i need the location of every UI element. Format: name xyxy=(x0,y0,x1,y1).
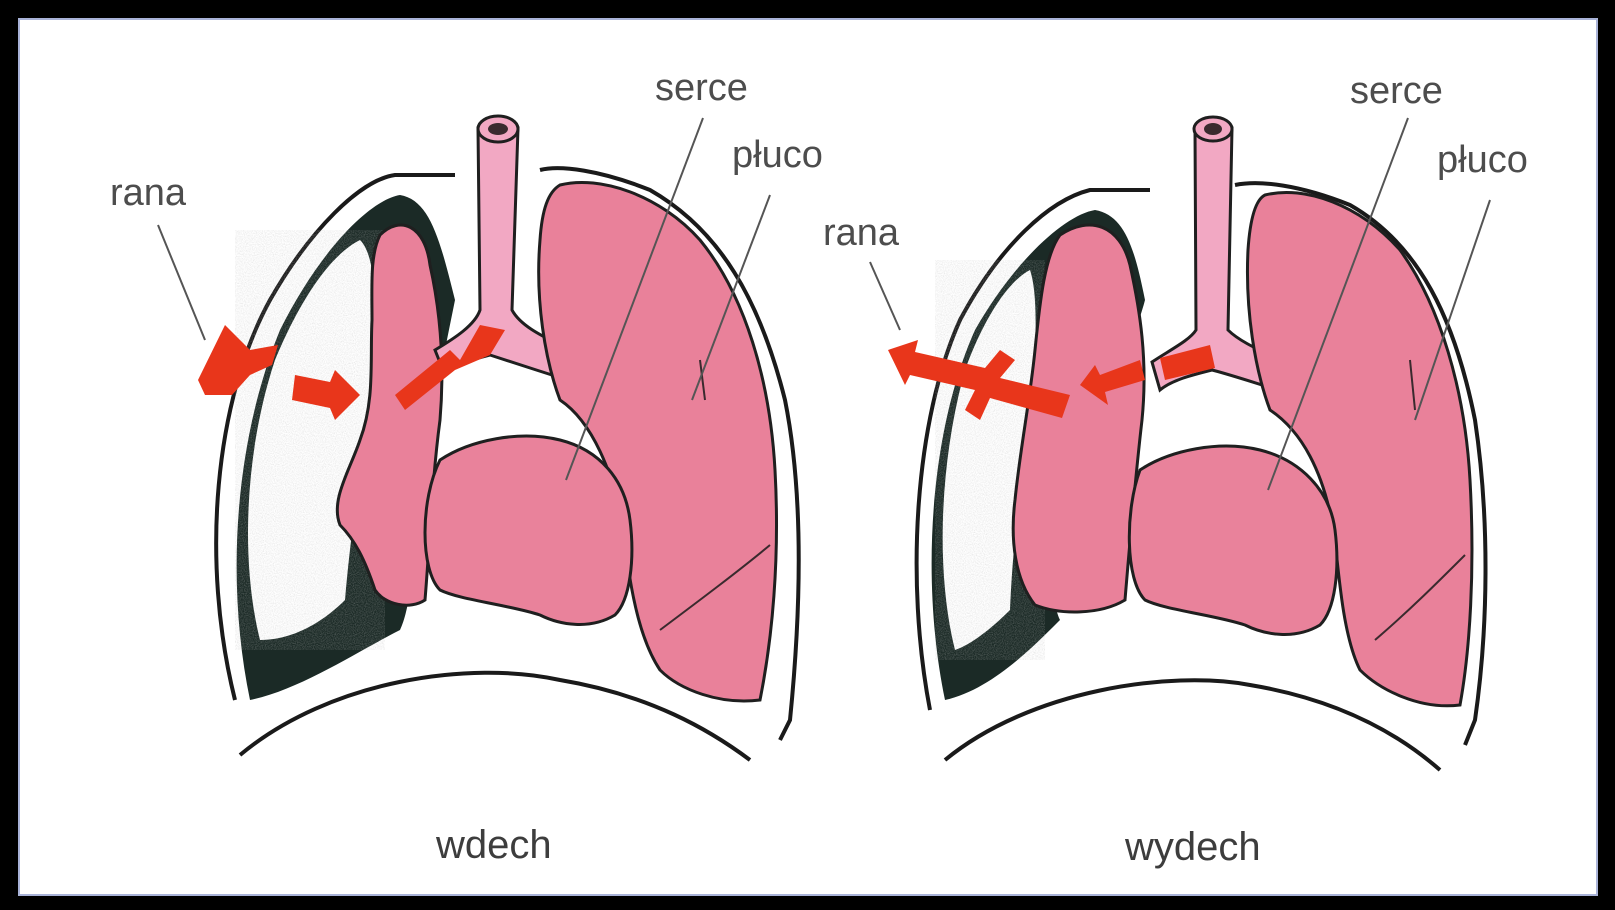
leader-wound-right xyxy=(870,262,900,330)
inhale-diagram: rana serce płuco wdech xyxy=(110,67,823,867)
heart-label-left: serce xyxy=(655,67,748,109)
heart-label-right: serce xyxy=(1350,70,1443,112)
wound-label-right: rana xyxy=(823,212,900,254)
heart-right xyxy=(1129,446,1337,634)
lung-label-right: płuco xyxy=(1437,139,1528,181)
caption-inhale: wdech xyxy=(435,823,552,867)
diaphragm-right xyxy=(945,680,1440,770)
leader-wound-left xyxy=(158,225,205,340)
heart-left xyxy=(425,436,632,624)
caption-exhale: wydech xyxy=(1124,825,1261,869)
wound-label-left: rana xyxy=(110,172,187,214)
lung-label-left: płuco xyxy=(732,134,823,176)
exhale-diagram: rana serce płuco wydech xyxy=(823,70,1528,869)
diaphragm-left xyxy=(240,673,750,760)
